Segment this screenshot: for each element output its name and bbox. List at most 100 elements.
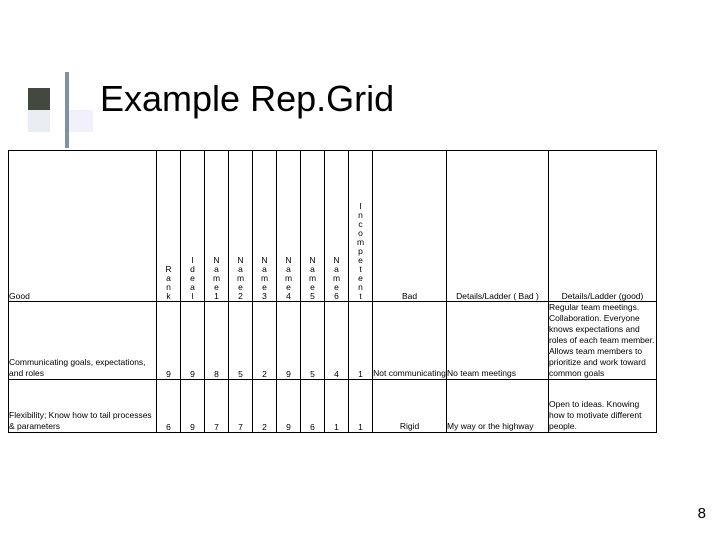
hdr-char: n (166, 282, 171, 292)
logo-vertical-bar (65, 72, 69, 148)
hdr-char: e (190, 273, 195, 283)
cell-name-4: 9 (276, 379, 301, 433)
cell-name-5: 5 (300, 301, 325, 380)
hdr-char: N (285, 255, 292, 265)
decorative-logo (28, 72, 94, 148)
hdr-char: 5 (310, 291, 315, 301)
hdr-char: e (358, 273, 363, 283)
cell-details-ladder-good: Regular team meetings. Collaboration. Ev… (548, 301, 657, 380)
hdr-char: t (359, 264, 362, 274)
cell-name-6: 4 (324, 301, 349, 380)
header-details-ladder-good-line1: Details/Ladder (good) (561, 291, 644, 301)
header-col-name-6: N a m e 6 (324, 150, 349, 302)
hdr-char: d (190, 264, 195, 274)
cell-details-ladder-good: Open to ideas. Knowing how to motivate d… (548, 379, 657, 433)
table-row: Communicating goals, expectations, and r… (8, 301, 657, 380)
hdr-char: N (213, 255, 220, 265)
hdr-char: a (310, 264, 315, 274)
hdr-char: n (358, 282, 363, 292)
hdr-char: e (262, 282, 267, 292)
page-number: 8 (697, 505, 706, 522)
repgrid-table: Good R a n k I d e a l N a m (8, 150, 657, 433)
hdr-char: N (309, 255, 316, 265)
header-col-name-4: N a m e 4 (276, 150, 301, 302)
hdr-char: m (212, 273, 221, 283)
row-label-flexibility: Flexibility; Know how to tail processes … (8, 379, 157, 433)
hdr-char: c (358, 219, 363, 229)
header-col-rank: R a n k (156, 150, 181, 302)
hdr-char: t (359, 291, 362, 301)
cell-details-ladder-bad: My way or the highway (446, 379, 549, 433)
page-title: Example Rep.Grid (100, 78, 395, 119)
cell-bad-pole: Not communicating (372, 301, 447, 380)
hdr-char: N (261, 255, 268, 265)
hdr-char: e (310, 282, 315, 292)
header-details-ladder-bad: Details/Ladder ( Bad ) (446, 150, 549, 302)
cell-incompetent: 1 (348, 301, 373, 380)
row-label-communicating: Communicating goals, expectations, and r… (8, 301, 157, 380)
hdr-char: R (165, 264, 172, 274)
hdr-char: N (237, 255, 244, 265)
hdr-char: m (308, 273, 317, 283)
header-col-name-1: N a m e 1 (204, 150, 229, 302)
hdr-char: e (238, 282, 243, 292)
hdr-char: N (333, 255, 340, 265)
cell-name-2: 7 (228, 379, 253, 433)
header-col-incompetent: I n c o m p e t e n t (348, 150, 373, 302)
hdr-char: a (238, 264, 243, 274)
cell-rank: 6 (156, 379, 181, 433)
cell-name-1: 7 (204, 379, 229, 433)
cell-name-2: 5 (228, 301, 253, 380)
hdr-char: a (334, 264, 339, 274)
cell-bad-pole: Rigid (372, 379, 447, 433)
hdr-char: e (214, 282, 219, 292)
hdr-char: m (332, 273, 341, 283)
cell-ideal: 9 (180, 301, 205, 380)
header-col-name-2: N a m e 2 (228, 150, 253, 302)
hdr-char: I (359, 201, 362, 211)
hdr-char: 6 (334, 291, 339, 301)
hdr-char: o (358, 228, 363, 238)
hdr-char: m (260, 273, 269, 283)
hdr-char: a (214, 264, 219, 274)
cell-name-3: 2 (252, 301, 277, 380)
table-header-row: Good R a n k I d e a l N a m (8, 150, 657, 302)
logo-square-dark (28, 88, 50, 110)
header-col-name-5: N a m e 5 (300, 150, 325, 302)
cell-rank: 9 (156, 301, 181, 380)
cell-name-6: 1 (324, 379, 349, 433)
hdr-char: a (166, 273, 171, 283)
header-col-ideal: I d e a l (180, 150, 205, 302)
header-col-name-3: N a m e 3 (252, 150, 277, 302)
cell-incompetent: 1 (348, 379, 373, 433)
cell-name-3: 2 (252, 379, 277, 433)
hdr-char: 3 (262, 291, 267, 301)
logo-square-lavender (69, 110, 93, 132)
hdr-char: l (191, 291, 194, 301)
hdr-char: e (334, 282, 339, 292)
hdr-char: p (358, 246, 363, 256)
header-bad-label: Bad (372, 150, 447, 302)
hdr-char: I (191, 255, 194, 265)
hdr-char: 4 (286, 291, 291, 301)
hdr-char: k (166, 291, 171, 301)
header-good-label: Good (8, 150, 157, 302)
cell-name-1: 8 (204, 301, 229, 380)
hdr-char: a (262, 264, 267, 274)
hdr-char: n (358, 210, 363, 220)
cell-name-4: 9 (276, 301, 301, 380)
hdr-char: m (236, 273, 245, 283)
hdr-char: e (286, 282, 291, 292)
header-details-ladder-bad-line1: Details/Ladder ( Bad ) (456, 291, 539, 301)
table-row: Flexibility; Know how to tail processes … (8, 379, 657, 433)
cell-name-5: 6 (300, 379, 325, 433)
cell-details-ladder-bad: No team meetings (446, 301, 549, 380)
hdr-char: 2 (238, 291, 243, 301)
cell-ideal: 9 (180, 379, 205, 433)
hdr-char: a (286, 264, 291, 274)
header-details-ladder-good: Details/Ladder (good) (548, 150, 657, 302)
hdr-char: a (190, 282, 195, 292)
hdr-char: 1 (214, 291, 219, 301)
repgrid-table-wrapper: Good R a n k I d e a l N a m (8, 150, 657, 433)
hdr-char: e (358, 255, 363, 265)
